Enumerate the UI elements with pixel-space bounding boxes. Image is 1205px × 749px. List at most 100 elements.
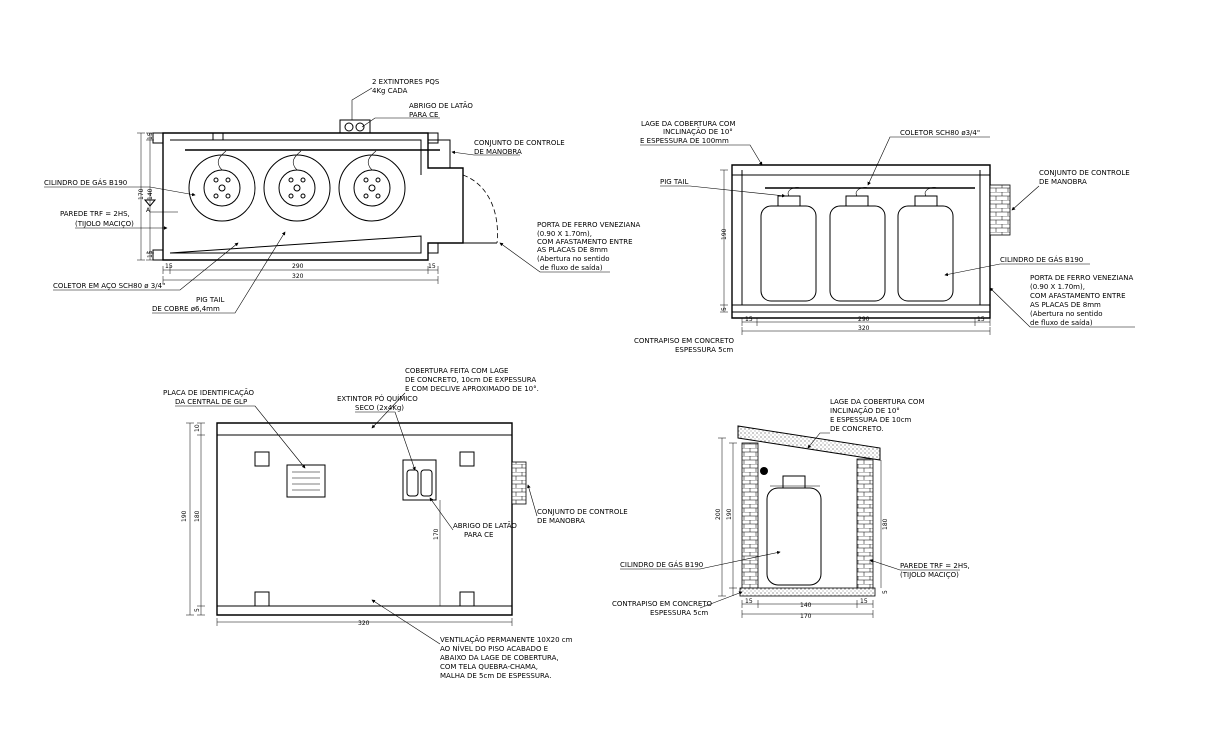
- label-porta-1: PORTA DE FERRO VENEZIANA: [537, 221, 641, 229]
- extinguisher-icon: [355, 122, 365, 132]
- label-parede-2: (TIJOLO MACIÇO): [75, 220, 134, 228]
- brick-wall-right: [856, 458, 874, 591]
- back-dim-320: 320: [358, 620, 370, 627]
- section-label-contrapiso-1: CONTRAPISO EM CONCRETO: [612, 600, 713, 608]
- front-label-porta-1: PORTA DE FERRO VENEZIANA: [1030, 274, 1134, 282]
- front-dim-v5: 5: [721, 307, 728, 311]
- back-label-vent-5: MALHA DE 5cm DE ESPESSURA.: [440, 672, 551, 680]
- floor-slab: [739, 587, 876, 597]
- front-elevation: 15 290 15 320 190 5 LAGE DA COBERTURA CO…: [634, 120, 1135, 354]
- section-dim-v5: 5: [882, 590, 889, 594]
- dim-15a: 15: [165, 263, 173, 270]
- column-mark: [152, 132, 164, 144]
- front-label-lage-3: E ESPESSURA DE 100mm: [640, 137, 729, 145]
- front-dim-290: 290: [858, 316, 870, 323]
- vent-square: [459, 451, 475, 467]
- section-label-parede-2: (TIJOLO MACIÇO): [900, 571, 959, 579]
- back-label-vent-4: COM TELA QUEBRA-CHAMA,: [440, 663, 538, 671]
- label-extintores-2: 4Kg CADA: [372, 87, 408, 95]
- dim-v140: 140: [147, 188, 154, 200]
- back-label-cobertura-2: DE CONCRETO, 10cm DE EXPESSURA: [405, 376, 536, 384]
- front-control-vent: [989, 184, 1011, 236]
- plan-inner-wall: [169, 139, 422, 254]
- cylinder-elevation: [829, 187, 886, 302]
- front-label-lage-1: LAGE DA COBERTURA COM: [641, 120, 736, 128]
- dim-320: 320: [292, 273, 304, 280]
- vent-square: [254, 591, 270, 607]
- back-label-vent-2: AO NÍVEL DO PISO ACABADO E: [440, 644, 548, 653]
- dim-15b: 15: [428, 263, 436, 270]
- back-label-extintor-2: SECO (2x4Kg): [355, 404, 404, 412]
- extinguisher-icon: [344, 122, 354, 132]
- back-elevation: 170 190 180 10 5 320 PLACA DE IDENTIFICA…: [163, 367, 628, 680]
- label-pigtail-2: DE COBRE ø6,4mm: [152, 305, 220, 313]
- cylinder-section: [766, 475, 822, 586]
- cross-section: 200 190 180 5 15 140 15 170 LAGE DA COBE…: [612, 398, 970, 620]
- cylinder-elevation: [897, 187, 954, 302]
- dim-290: 290: [292, 263, 304, 270]
- section-label-contrapiso-2: ESPESSURA 5cm: [650, 609, 708, 617]
- section-label-lage-4: DE CONCRETO.: [830, 425, 884, 433]
- cylinder-top: [263, 150, 331, 222]
- plan-view: A 15 290 15 320 15 140 170 15 2 EXTINTOR…: [44, 78, 641, 314]
- label-abrigo-1: ABRIGO DE LATÃO: [409, 101, 473, 110]
- front-label-cilindro: CILINDRO DE GÁS B190: [1000, 255, 1083, 264]
- section-dim-170: 170: [800, 613, 812, 620]
- front-label-porta-6: de fluxo de saída): [1030, 319, 1093, 327]
- dim-v170: 170: [138, 188, 145, 200]
- label-porta-4: AS PLACAS DE 8mm: [537, 246, 608, 254]
- back-outer: [216, 422, 513, 616]
- label-controle-1: CONJUNTO DE CONTROLE: [474, 139, 565, 147]
- section-dim-15a: 15: [745, 598, 753, 605]
- extinguisher-icon: [406, 469, 419, 497]
- section-mark-label: A: [146, 207, 151, 214]
- label-porta-2: (0.90 X 1.70m),: [537, 230, 592, 238]
- section-label-parede-1: PAREDE TRF = 2HS,: [900, 562, 970, 570]
- section-dim-15b: 15: [860, 598, 868, 605]
- vent-square: [459, 591, 475, 607]
- label-parede-1: PAREDE TRF = 2HS,: [60, 210, 130, 218]
- section-dim-v180: 180: [882, 518, 889, 530]
- cylinder-top: [188, 150, 256, 222]
- front-label-controle-2: DE MANOBRA: [1039, 178, 1087, 186]
- control-box: [427, 139, 451, 169]
- back-label-placa-1: PLACA DE IDENTIFICAÇÃO: [163, 388, 255, 397]
- id-plate: [286, 464, 326, 498]
- front-label-coletor: COLETOR SCH80 ø3/4": [900, 129, 980, 137]
- back-label-extintor-1: EXTINTOR PÓ QUÍMICO: [337, 394, 418, 403]
- section-dim-v190: 190: [726, 508, 733, 520]
- section-dim-v200: 200: [715, 508, 722, 520]
- column-mark: [152, 249, 164, 261]
- dim-v15b: 15: [147, 250, 154, 258]
- front-dim-320: 320: [858, 325, 870, 332]
- cylinder-elevation: [760, 187, 817, 302]
- label-porta-6: de fluxo de saída): [540, 264, 603, 272]
- back-dim-v10: 10: [194, 424, 201, 432]
- door-swing: [462, 174, 498, 244]
- label-extintores-1: 2 EXTINTORES PQS: [372, 78, 440, 86]
- back-label-vent-3: ABAIXO DA LAGE DE COBERTURA,: [440, 654, 559, 662]
- section-label-lage-2: INCLINAÇÃO DE 10°: [830, 406, 900, 415]
- label-porta-3: COM AFASTAMENTO ENTRE: [537, 238, 633, 246]
- back-dim-v5: 5: [194, 608, 201, 612]
- section-label-lage-1: LAGE DA COBERTURA COM: [830, 398, 925, 406]
- label-cilindro: CILINDRO DE GÁS B190: [44, 178, 127, 187]
- brick-wall-left: [741, 442, 759, 591]
- front-dim-15a: 15: [745, 316, 753, 323]
- vent-square: [254, 451, 270, 467]
- front-label-contrapiso-1: CONTRAPISO EM CONCRETO: [634, 337, 735, 345]
- front-label-porta-4: AS PLACAS DE 8mm: [1030, 301, 1101, 309]
- back-label-controle-1: CONJUNTO DE CONTROLE: [537, 508, 628, 516]
- back-dim-v190: 190: [181, 510, 188, 522]
- label-pigtail-1: PIG TAIL: [196, 296, 225, 304]
- label-controle-2: DE MANOBRA: [474, 148, 522, 156]
- back-label-cobertura-3: E COM DECLIVE APROXIMADO DE 10°.: [405, 385, 539, 393]
- section-dim-140: 140: [800, 602, 812, 609]
- back-label-controle-2: DE MANOBRA: [537, 517, 585, 525]
- label-coletor: COLETOR EM AÇO SCH80 ø 3/4": [53, 282, 165, 290]
- back-label-cobertura-1: COBERTURA FEITA COM LAGE: [405, 367, 508, 375]
- dim-v15a: 15: [147, 132, 154, 140]
- front-label-controle-1: CONJUNTO DE CONTROLE: [1039, 169, 1130, 177]
- back-label-vent-1: VENTILAÇÃO PERMANENTE 10X20 cm: [440, 635, 573, 644]
